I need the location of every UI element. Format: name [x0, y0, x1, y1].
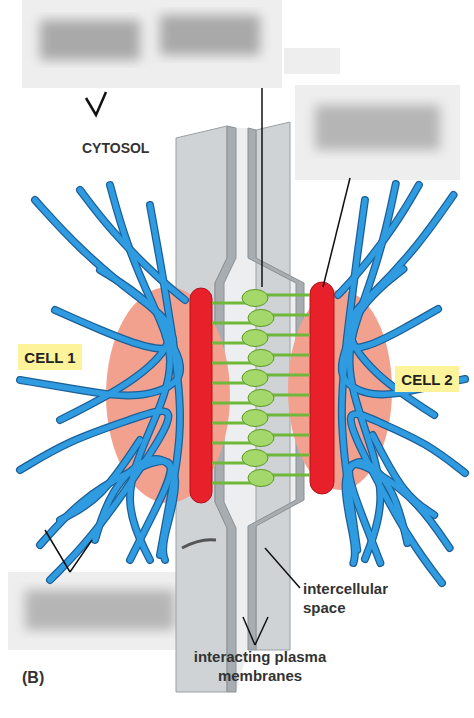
- keratin-filament: [80, 190, 185, 300]
- region-label: CYTOSOL: [82, 140, 202, 158]
- leader-line: [70, 540, 92, 572]
- cadherin-head: [248, 310, 274, 327]
- cadherin-head: [248, 390, 274, 407]
- cell-label: CELL 2: [401, 371, 452, 388]
- hidden-label-box: [284, 48, 340, 74]
- panel-label: (B): [22, 668, 72, 688]
- cadherin-head: [242, 450, 268, 467]
- anchor-plaque: [310, 282, 334, 494]
- cadherin-head: [242, 290, 268, 307]
- filament-group: [20, 184, 465, 583]
- keratin-filament: [347, 269, 438, 348]
- cadherin-head: [242, 410, 268, 427]
- keratin-filament: [95, 459, 175, 560]
- cadherin-rod: [212, 362, 252, 365]
- cadherin-rod: [264, 414, 310, 417]
- bracket-line: [255, 617, 268, 645]
- anchor-plaque: [190, 288, 212, 503]
- cell-label-box: CELL 1: [18, 344, 82, 370]
- leader-line: [323, 178, 350, 287]
- leader-line: [261, 88, 263, 287]
- leader-line: [265, 548, 300, 588]
- hidden-label: [315, 105, 440, 150]
- part-label: interacting plasma membranes: [180, 648, 340, 686]
- keratin-filament: [342, 339, 465, 394]
- cell-label-box: CELL 2: [395, 366, 459, 392]
- cadherin-rod: [264, 374, 310, 377]
- hidden-label-box: [295, 85, 460, 180]
- hidden-label: [40, 20, 140, 60]
- hidden-label-box: [8, 572, 200, 650]
- keratin-filament: [60, 440, 140, 520]
- cadherin-head: [242, 330, 268, 347]
- cadherin-rod: [212, 322, 252, 325]
- keratin-filament-outline: [338, 185, 419, 295]
- bracket-line: [243, 617, 255, 645]
- cadherin-rod: [212, 402, 252, 405]
- cadherin-rod: [212, 442, 252, 445]
- keratin-filament-outline: [55, 270, 173, 349]
- keratin-filament: [20, 411, 168, 580]
- hidden-label-box: [22, 0, 282, 88]
- cadherin-head: [248, 430, 274, 447]
- keratin-filament-outline: [347, 269, 438, 348]
- cadherin-rod: [264, 454, 310, 457]
- cadherin-head: [248, 350, 274, 367]
- cadherin-head: [248, 470, 274, 487]
- hidden-label: [160, 15, 260, 55]
- part-label: intercellular space: [303, 580, 403, 618]
- keratin-filament: [55, 270, 173, 349]
- cadherin-group: [212, 290, 310, 487]
- keratin-filament: [373, 435, 435, 515]
- cadherin-rod: [264, 294, 310, 297]
- keratin-filament-outline: [80, 190, 185, 300]
- leader-line: [45, 530, 70, 572]
- keratin-filament: [338, 185, 419, 295]
- cadherin-rod: [212, 482, 252, 485]
- hidden-label: [25, 590, 175, 630]
- cell-label: CELL 1: [24, 349, 75, 366]
- cadherin-rod: [264, 334, 310, 337]
- cadherin-head: [242, 370, 268, 387]
- membrane-shadow: [182, 540, 216, 548]
- check-mark: [86, 92, 106, 115]
